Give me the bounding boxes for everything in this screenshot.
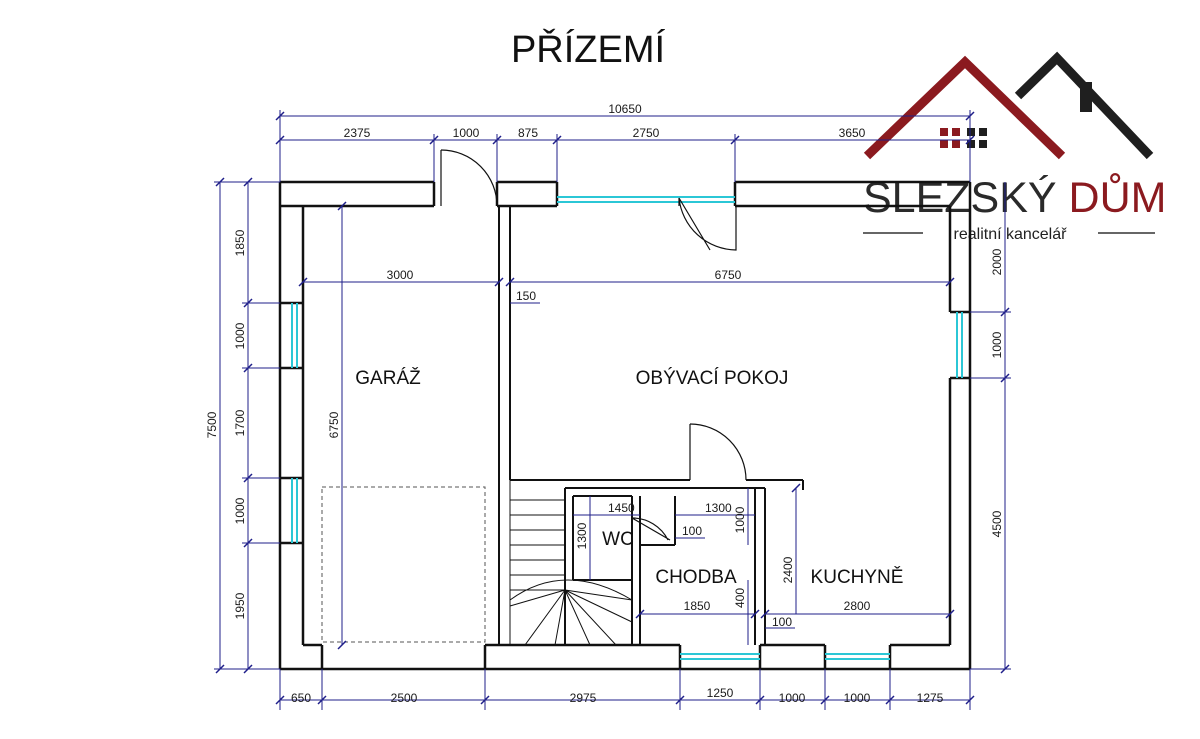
door-hall (689, 423, 747, 481)
dim-wc-width: 1450 (608, 501, 635, 515)
garage-door-outline (321, 486, 486, 643)
dim-bottom-6: 1000 (844, 691, 871, 705)
windows (291, 196, 963, 660)
dim-bottom-1: 650 (291, 691, 311, 705)
room-label-garage: GARÁŽ (355, 367, 421, 389)
door-wc (631, 517, 671, 541)
window-right (956, 312, 963, 378)
dim-left-2: 1000 (233, 322, 247, 349)
door-living-top (678, 197, 737, 251)
dim-right-1: 2000 (990, 248, 1004, 275)
dim-hall-side: 1000 (733, 506, 747, 533)
dim-bottom-2: 2500 (391, 691, 418, 705)
dim-garage-width: 3000 (387, 268, 414, 282)
dim-top-2: 1000 (453, 126, 480, 140)
room-labels: GARÁŽ OBÝVACÍ POKOJ WC CHODBA KUCHYNĚ (355, 367, 903, 588)
dim-left-5: 1950 (233, 592, 247, 619)
dim-top-1: 2375 (344, 126, 371, 140)
staircase (509, 480, 633, 646)
dim-kitchen-width: 2800 (844, 599, 871, 613)
dim-left-3: 1700 (233, 409, 247, 436)
dim-top-total: 10650 (608, 102, 642, 116)
dim-left-4: 1000 (233, 497, 247, 524)
floor-plan (278, 149, 972, 671)
window-left-lower (291, 478, 298, 543)
outer-walls (278, 180, 972, 671)
house-roof-icon (863, 51, 1154, 160)
dim-bottom-3: 2975 (570, 691, 597, 705)
dimension-labels: 10650 2375 1000 875 2750 3650 650 2500 2… (205, 102, 1004, 705)
logo-wordmark: SLEZSKÝ DŮM (863, 173, 1166, 222)
dim-garage-depth: 6750 (327, 411, 341, 438)
dim-top-5: 3650 (839, 126, 866, 140)
dim-bottom-4: 1250 (707, 686, 734, 700)
room-label-wc: WC (602, 529, 634, 550)
dim-bottom-5: 1000 (779, 691, 806, 705)
room-label-hall: CHODBA (655, 567, 737, 588)
dim-top-3: 875 (518, 126, 538, 140)
dim-top-4: 2750 (633, 126, 660, 140)
doors (440, 149, 747, 541)
dim-hall-width: 1850 (684, 599, 711, 613)
dim-bottom-7: 1275 (917, 691, 944, 705)
interior-walls (498, 206, 804, 645)
room-label-living: OBÝVACÍ POKOJ (636, 368, 789, 389)
dim-left-total: 7500 (205, 411, 219, 438)
window-bottom-kitchen (825, 653, 890, 660)
dim-wc-depth: 1300 (575, 522, 589, 549)
window-top-living (557, 196, 735, 203)
dim-right-2: 1000 (990, 331, 1004, 358)
window-left-upper (291, 303, 298, 368)
dim-living-width: 6750 (715, 268, 742, 282)
dim-right-3: 4500 (990, 510, 1004, 537)
plan-title: PŘÍZEMÍ (511, 28, 666, 71)
room-label-kitchen: KUCHYNĚ (811, 566, 904, 588)
logo-tagline: realitní kancelář (954, 226, 1068, 243)
logo-name-part2: DŮM (1069, 173, 1167, 222)
dim-hall-400: 400 (733, 588, 747, 608)
dim-kitchen-depth: 2400 (781, 556, 795, 583)
dim-wc-100: 100 (682, 524, 702, 538)
dim-kitchen-100: 100 (772, 615, 792, 629)
dim-wall-150: 150 (516, 289, 536, 303)
dim-hall-top: 1300 (705, 501, 732, 515)
dimension-lines (214, 110, 1011, 710)
door-entrance-top (440, 149, 498, 207)
dim-left-1: 1850 (233, 229, 247, 256)
window-bottom-hall (680, 653, 760, 660)
company-logo: SLEZSKÝ DŮM realitní kancelář (863, 51, 1166, 243)
